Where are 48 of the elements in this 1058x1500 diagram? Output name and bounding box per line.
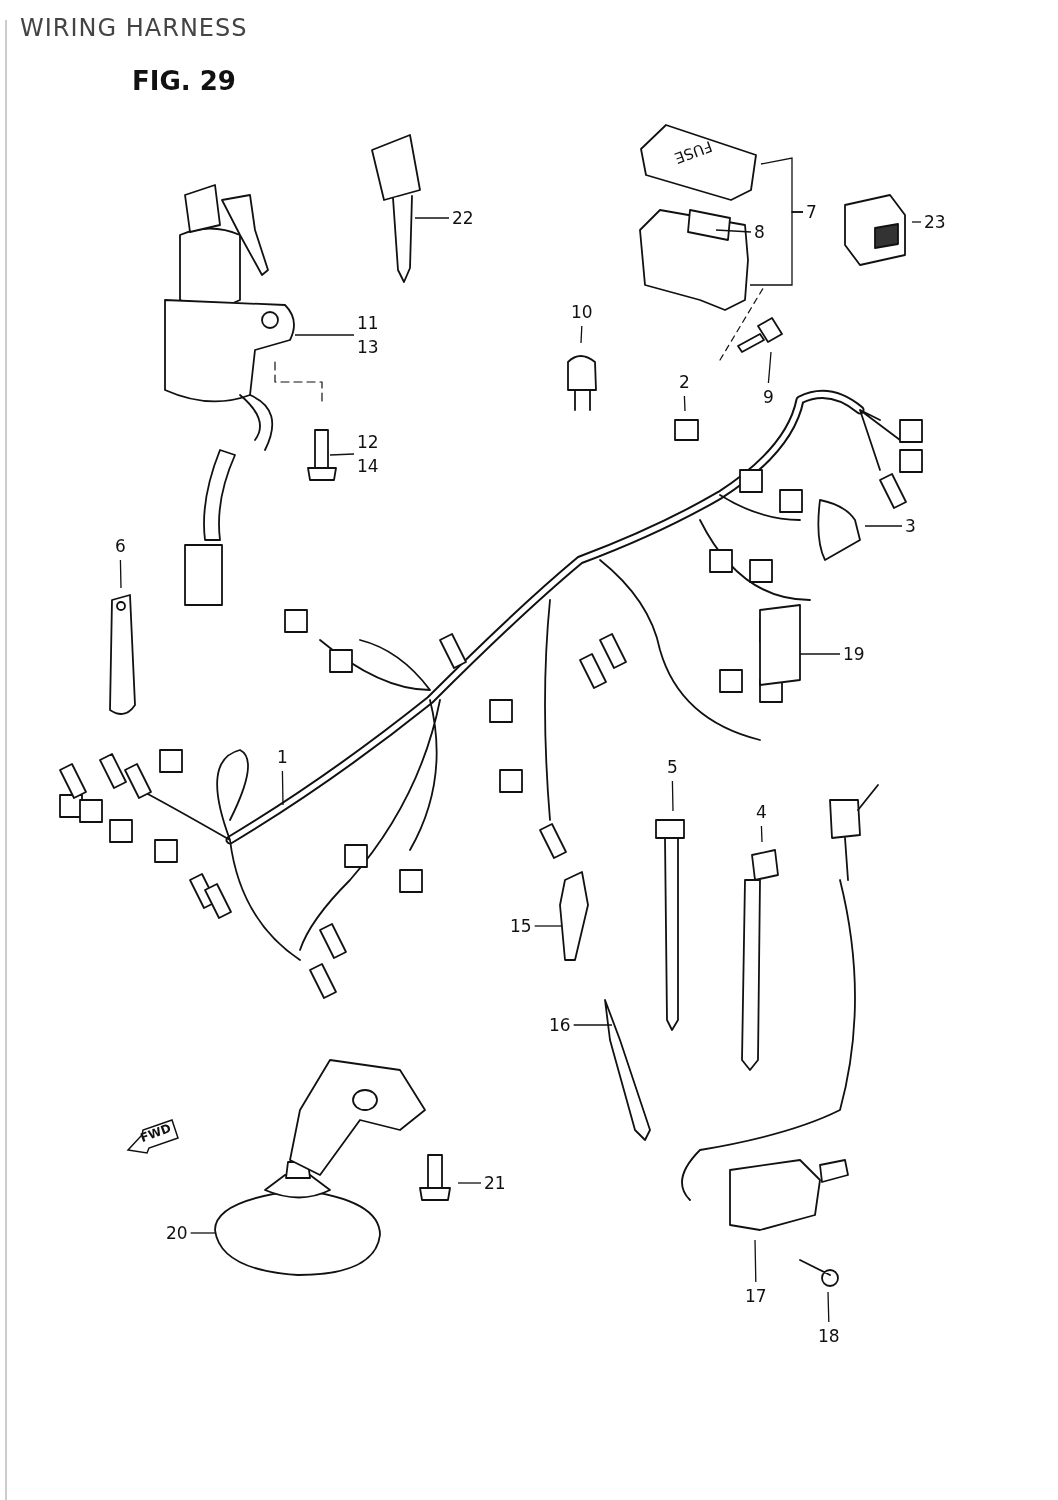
leader-line bbox=[715, 229, 752, 233]
callout-number: 10 bbox=[571, 300, 593, 324]
leader-line bbox=[760, 825, 763, 843]
callout-number: 15 bbox=[510, 914, 532, 938]
leader-line bbox=[457, 1182, 482, 1184]
callout-number: 7 bbox=[806, 200, 817, 224]
leader-line bbox=[671, 780, 674, 812]
leader-line bbox=[911, 221, 922, 223]
leader-line bbox=[683, 395, 686, 412]
direction-label: FWD bbox=[138, 1121, 173, 1145]
leader-line bbox=[329, 453, 355, 456]
leader-line bbox=[749, 211, 804, 286]
callout-number: 18 bbox=[818, 1324, 840, 1348]
leader-line bbox=[864, 525, 903, 527]
callout-number: 14 bbox=[357, 455, 379, 478]
callout-number: 5 bbox=[667, 755, 678, 779]
leader-line bbox=[281, 770, 284, 806]
callout-number: 6 bbox=[115, 534, 126, 558]
callout-number: 1 bbox=[277, 745, 288, 769]
callout-number: 22 bbox=[452, 206, 474, 230]
leader-line bbox=[767, 351, 772, 384]
callout-number: 9 bbox=[763, 385, 774, 409]
leader-line bbox=[190, 1232, 217, 1234]
callout-number: 17 bbox=[745, 1284, 767, 1308]
leader-line bbox=[294, 334, 355, 336]
callout-number: 13 bbox=[357, 336, 379, 359]
leader-line bbox=[573, 1024, 613, 1026]
callout-number: 8 bbox=[754, 220, 765, 244]
callout-number: 16 bbox=[549, 1013, 571, 1037]
figure-number: FIG. 29 bbox=[132, 66, 236, 96]
callout-number: 23 bbox=[924, 210, 946, 234]
leader-line bbox=[534, 925, 563, 927]
callout-number: 4 bbox=[756, 800, 767, 824]
leader-line bbox=[827, 1291, 830, 1323]
callout-number: 20 bbox=[166, 1221, 188, 1245]
callout-number: 12 bbox=[357, 431, 379, 454]
callout-number: 2 bbox=[679, 370, 690, 394]
callout-number: 21 bbox=[484, 1171, 506, 1195]
leader-line bbox=[580, 325, 583, 344]
leader-line bbox=[754, 1239, 757, 1283]
leader-line bbox=[119, 559, 122, 589]
part-marking: FUSE bbox=[671, 135, 716, 170]
callout-number: 3 bbox=[905, 514, 916, 538]
leader-line bbox=[414, 217, 450, 219]
leader-line bbox=[799, 653, 841, 655]
callout-number: 11 bbox=[357, 312, 379, 335]
callout-number: 19 bbox=[843, 642, 865, 666]
page-title: WIRING HARNESS bbox=[20, 14, 248, 42]
